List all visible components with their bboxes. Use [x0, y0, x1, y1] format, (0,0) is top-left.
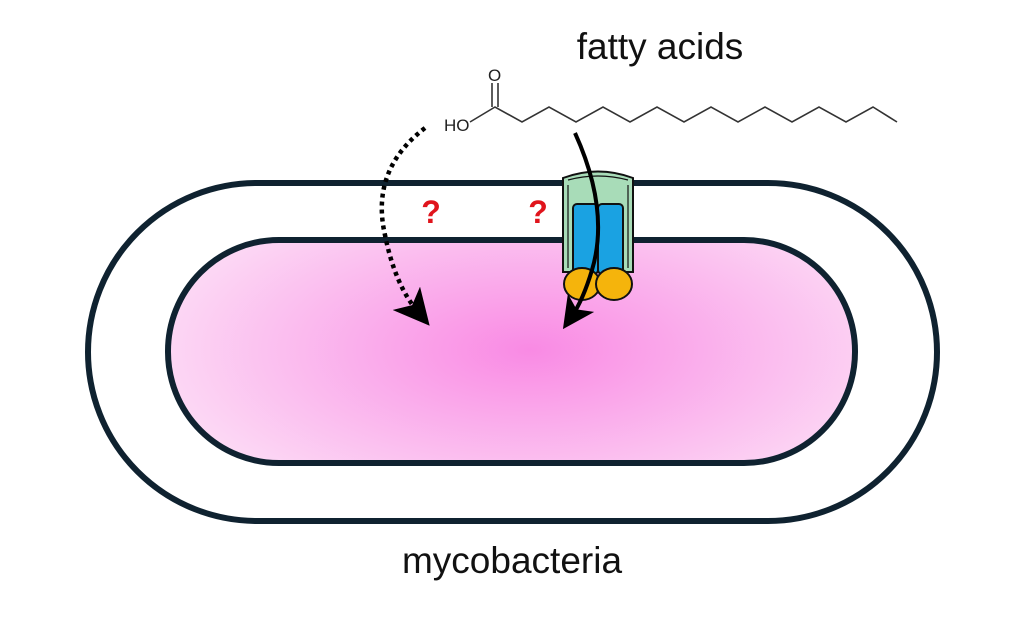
question-mark-1: ? [421, 194, 441, 230]
carbonyl-oxygen-label: O [488, 66, 501, 85]
inner-membrane-cytoplasm [165, 237, 858, 466]
solid-arrow [562, 132, 601, 330]
question-mark-2: ? [528, 194, 548, 230]
dotted-arrow [379, 126, 430, 326]
mycobacteria-label: mycobacteria [401, 540, 623, 581]
fatty-acids-label: fatty acids [576, 26, 744, 67]
hydroxyl-label: HO [444, 116, 470, 135]
fatty-acid-structure [469, 83, 898, 123]
